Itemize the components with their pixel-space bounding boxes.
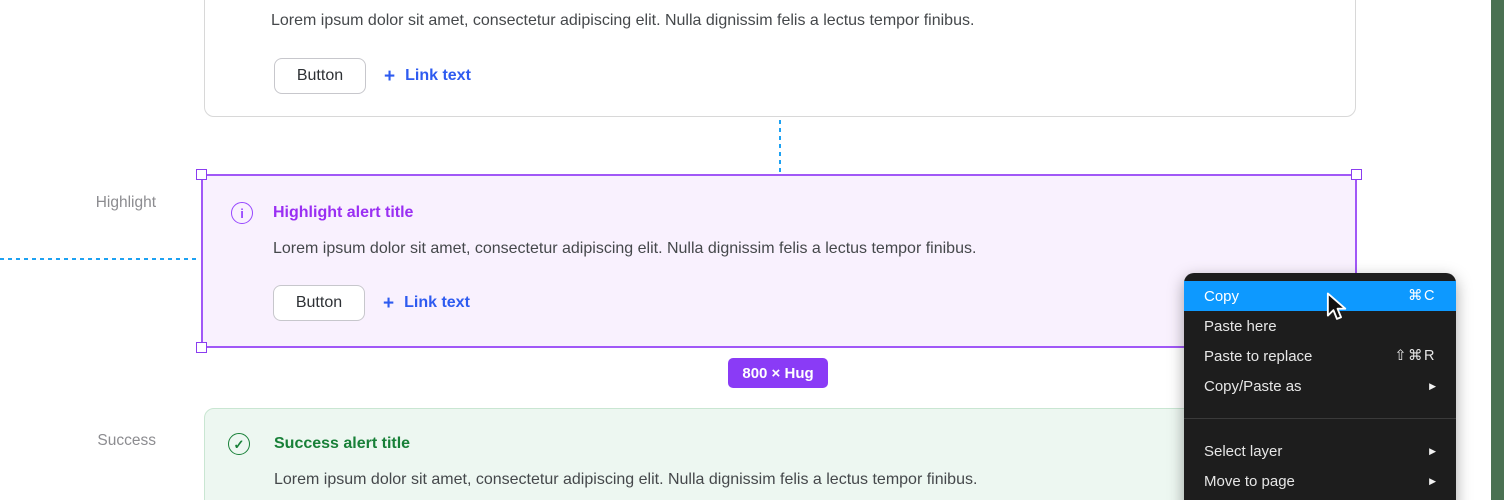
alert-body-text: Lorem ipsum dolor sit amet, consectetur … — [271, 12, 975, 29]
menu-item-label: Copy/Paste as — [1204, 377, 1302, 395]
mouse-cursor-icon — [1326, 292, 1352, 327]
menu-item-select-layer[interactable]: Select layer ▶ — [1184, 436, 1456, 466]
menu-item-label: Paste to replace — [1204, 347, 1313, 365]
row-label-success: Success — [97, 432, 156, 449]
plus-icon: + — [383, 292, 395, 314]
size-badge: 800 × Hug — [728, 358, 828, 388]
menu-item-paste-to-replace[interactable]: Paste to replace ⇧⌘R — [1184, 341, 1456, 371]
alert-link[interactable]: + Link text — [383, 285, 470, 321]
selection-handle-top-right[interactable] — [1351, 169, 1362, 180]
menu-item-copy-paste-as[interactable]: Copy/Paste as ▶ — [1184, 371, 1456, 401]
menu-item-move-to-page[interactable]: Move to page ▶ — [1184, 466, 1456, 496]
selection-handle-top-left[interactable] — [196, 169, 207, 180]
alert-body-text: Lorem ipsum dolor sit amet, consectetur … — [274, 471, 978, 488]
menu-item-label: Select layer — [1204, 442, 1283, 460]
success-alert-card[interactable]: ✓ Success alert title Lorem ipsum dolor … — [204, 408, 1356, 500]
menu-item-label: Paste here — [1204, 317, 1277, 335]
green-edge-bar — [1491, 0, 1504, 500]
submenu-arrow-icon: ▶ — [1429, 445, 1436, 456]
alert-button[interactable]: Button — [273, 285, 365, 321]
submenu-arrow-icon: ▶ — [1429, 475, 1436, 486]
selection-handle-bottom-left[interactable] — [196, 342, 207, 353]
plus-icon: + — [384, 65, 396, 87]
row-label-highlight: Highlight — [95, 194, 156, 211]
context-menu: Copy ⌘C Paste here Paste to replace ⇧⌘R … — [1184, 273, 1456, 500]
alert-title: Success alert title — [274, 435, 411, 452]
alert-body-text: Lorem ipsum dolor sit amet, consectetur … — [273, 240, 977, 257]
link-label: Link text — [404, 294, 470, 311]
alert-title: Highlight alert title — [273, 204, 414, 221]
check-icon: ✓ — [228, 433, 250, 455]
menu-shortcut: ⌘C — [1408, 288, 1436, 304]
horizontal-guide-dashed-line — [0, 258, 200, 260]
alert-button[interactable]: Button — [274, 58, 366, 94]
link-label: Link text — [405, 67, 471, 84]
menu-item-label: Move to page — [1204, 472, 1295, 490]
menu-item-copy[interactable]: Copy ⌘C — [1184, 281, 1456, 311]
submenu-arrow-icon: ▶ — [1429, 380, 1436, 391]
menu-shortcut: ⇧⌘R — [1394, 348, 1436, 364]
default-alert-card[interactable]: Lorem ipsum dolor sit amet, consectetur … — [204, 0, 1356, 117]
menu-item-label: Copy — [1204, 287, 1240, 305]
menu-divider — [1184, 418, 1456, 419]
menu-item-paste-here[interactable]: Paste here — [1184, 311, 1456, 341]
alert-link[interactable]: + Link text — [384, 58, 471, 94]
info-icon: i — [231, 202, 253, 224]
